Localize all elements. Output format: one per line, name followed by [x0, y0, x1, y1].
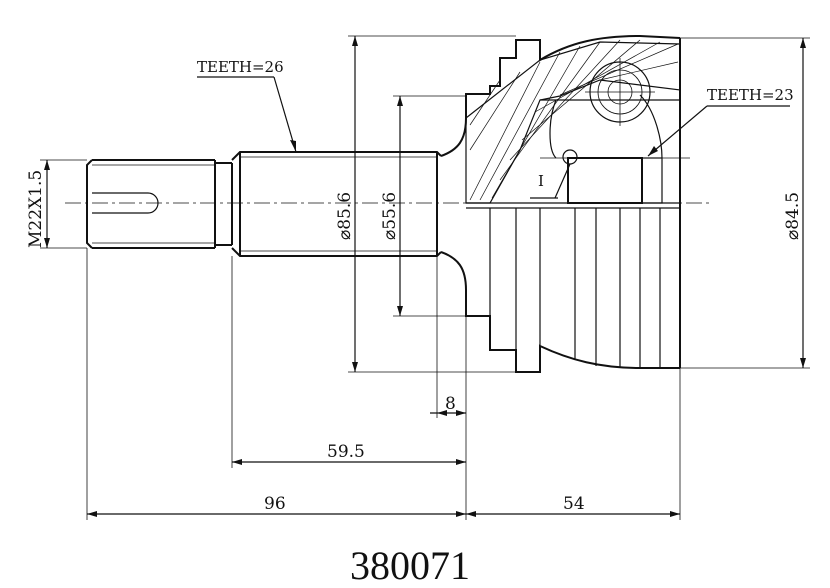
dim-85-6: ⌀85.6 — [335, 35, 516, 373]
inner-race — [540, 94, 690, 204]
thread-dimension: M22X1.5 — [26, 170, 46, 248]
length-96-dimension: 96 — [264, 494, 286, 514]
dim-84-5: ⌀84.5 — [680, 37, 810, 369]
dia-55-6-dimension: ⌀55.6 — [380, 192, 400, 240]
dim-96: 96 — [87, 494, 466, 517]
teeth-23-callout: TEETH=23 — [647, 86, 794, 157]
part-number: 380071 — [350, 543, 470, 588]
bell-housing — [440, 34, 681, 373]
dim-thread: M22X1.5 — [26, 159, 87, 249]
length-59-5-dimension: 59.5 — [327, 442, 365, 462]
dia-84-5-dimension: ⌀84.5 — [783, 192, 803, 240]
dim-54: 54 — [466, 494, 680, 517]
length-54-dimension: 54 — [563, 494, 585, 514]
teeth-left-label: TEETH=26 — [197, 58, 284, 76]
detail-marker-label: I — [538, 172, 544, 190]
dia-85-6-dimension: ⌀85.6 — [335, 192, 355, 240]
splined-shaft — [215, 151, 442, 257]
ball-bearing — [585, 58, 655, 126]
threaded-end — [86, 159, 216, 249]
teeth-26-callout: TEETH=26 — [197, 58, 297, 153]
teeth-right-label: TEETH=23 — [707, 86, 794, 104]
detail-callout: I — [530, 149, 578, 199]
dim-8: 8 — [430, 394, 466, 416]
hatch-pattern — [469, 39, 679, 201]
dim-59-5: 59.5 — [232, 442, 466, 465]
length-8-dimension: 8 — [445, 394, 456, 414]
dim-55-6: ⌀55.6 — [380, 95, 466, 317]
